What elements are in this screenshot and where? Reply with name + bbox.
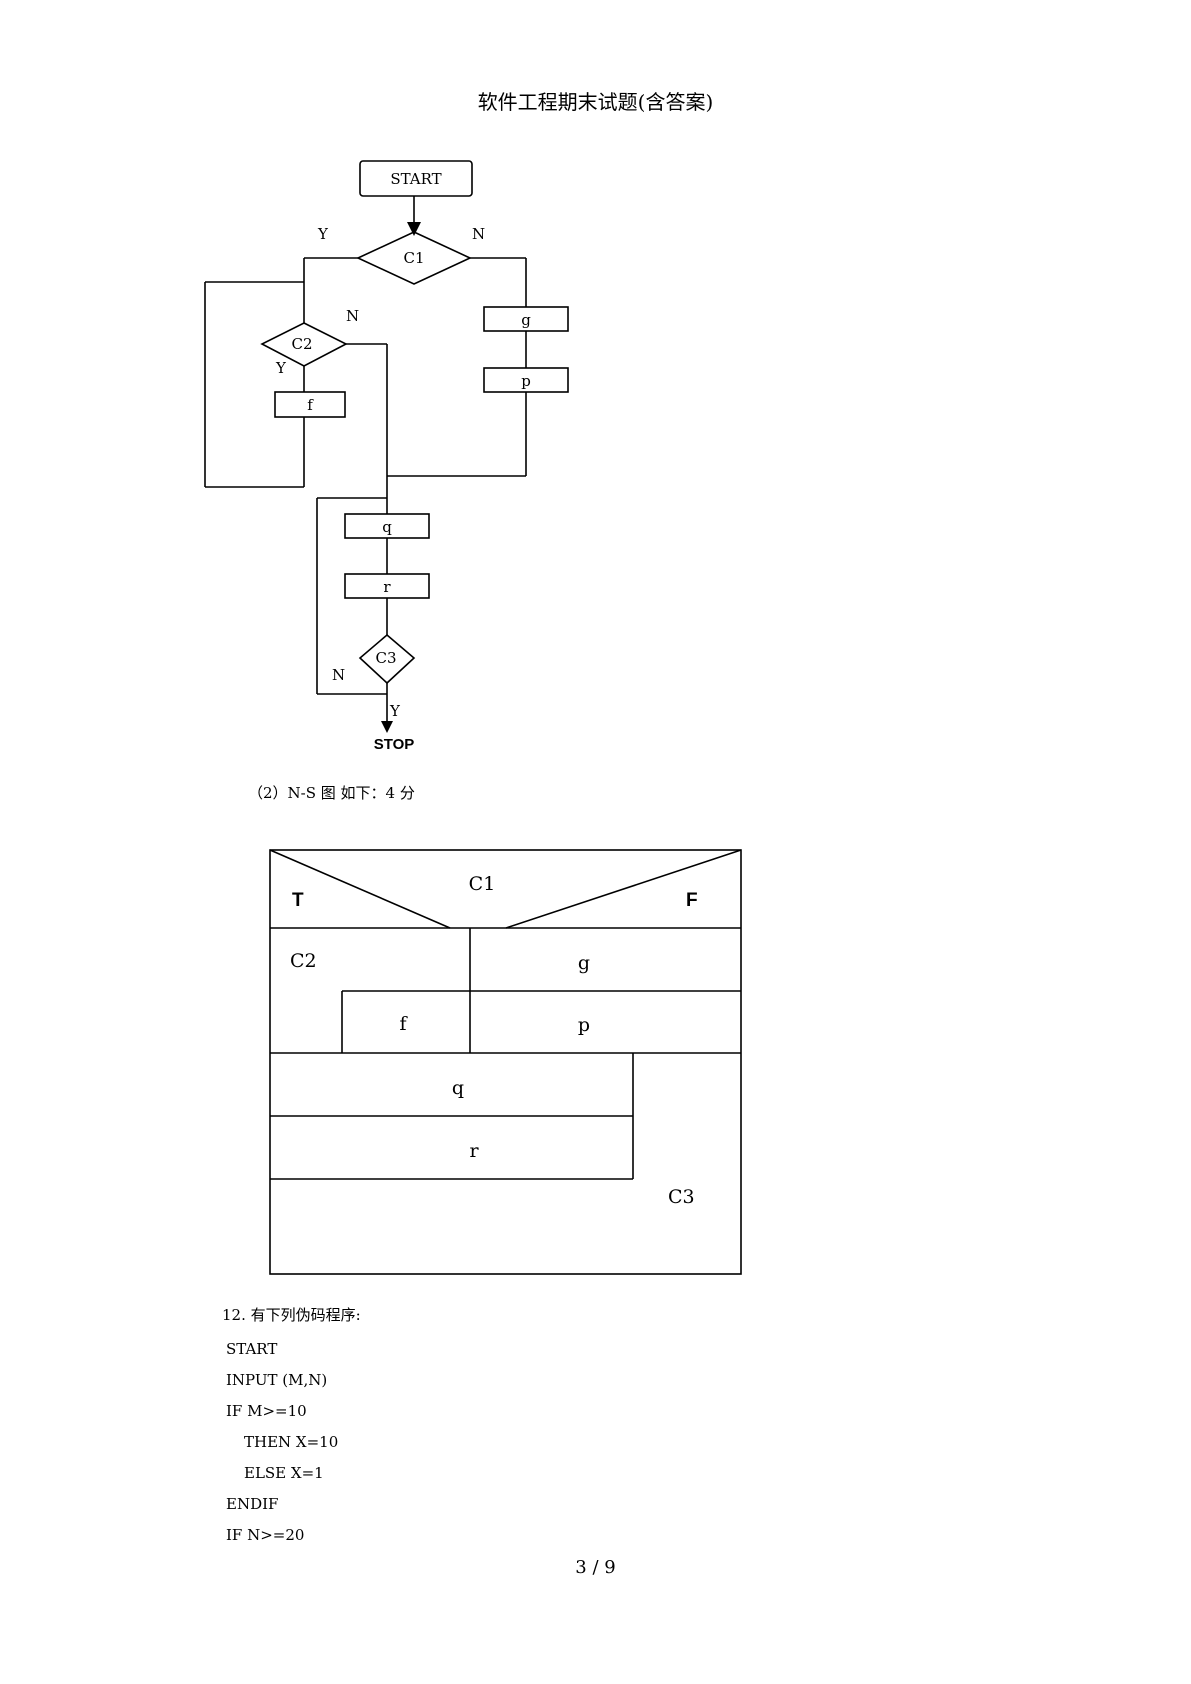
flowchart: START C1 Y N C2 N Y f g p q r C3 N Y STO… (204, 160, 569, 753)
ns-true-label: T (292, 890, 304, 911)
c3-yes-label: Y (389, 702, 401, 720)
page-number: 3 / 9 (575, 1557, 616, 1578)
ns-diagram: C1 T F C2 g f p q r C3 (269, 849, 742, 1275)
code-line: INPUT (M,N) (226, 1371, 328, 1389)
p-label: p (521, 372, 531, 390)
ns-c3-label: C3 (668, 1186, 695, 1208)
f-box (274, 391, 346, 418)
ns-false-label: F (686, 890, 698, 911)
start-label: START (390, 170, 441, 188)
arrow-to-c1 (407, 222, 421, 236)
ns-c2-label: C2 (290, 950, 317, 972)
code-line: ENDIF (226, 1495, 279, 1513)
c2-no-label: N (346, 307, 359, 325)
ns-c1-label: C1 (469, 873, 496, 895)
f-label: f (307, 396, 314, 414)
ns-diagram-caption: （2）N-S 图 如下：4 分 (248, 784, 415, 802)
code-line: START (226, 1340, 278, 1358)
ns-q-label: q (452, 1077, 464, 1099)
c3-no-label: N (332, 666, 345, 684)
c1-diamond (356, 231, 472, 285)
c2-yes-label: Y (275, 359, 287, 377)
code-line: ELSE X=1 (244, 1464, 324, 1482)
question-12: 12. 有下列伪码程序: (222, 1306, 361, 1324)
ns-p-label: p (578, 1014, 590, 1036)
ns-g-label: g (578, 952, 590, 974)
code-line: IF M>=10 (226, 1402, 307, 1420)
c1-yes-label: Y (317, 225, 329, 243)
r-label: r (383, 578, 391, 596)
c2-label: C2 (291, 335, 312, 353)
code-line: IF N>=20 (226, 1526, 305, 1544)
ns-f-label: f (399, 1013, 408, 1035)
ns-outer-border (269, 849, 742, 1275)
arrow-to-stop (381, 721, 393, 733)
pseudocode-block: START INPUT (M,N) IF M>=10 THEN X=10 ELS… (226, 1334, 338, 1551)
ns-r-label: r (469, 1140, 479, 1162)
c1-no-label: N (472, 225, 485, 243)
stop-label: STOP (374, 736, 415, 753)
g-label: g (521, 311, 531, 329)
code-line: THEN X=10 (244, 1433, 339, 1451)
start-box (359, 160, 473, 197)
c3-label: C3 (375, 649, 396, 667)
page-header-title: 软件工程期末试题(含答案) (477, 90, 714, 114)
c1-label: C1 (403, 249, 424, 267)
q-label: q (382, 518, 392, 536)
